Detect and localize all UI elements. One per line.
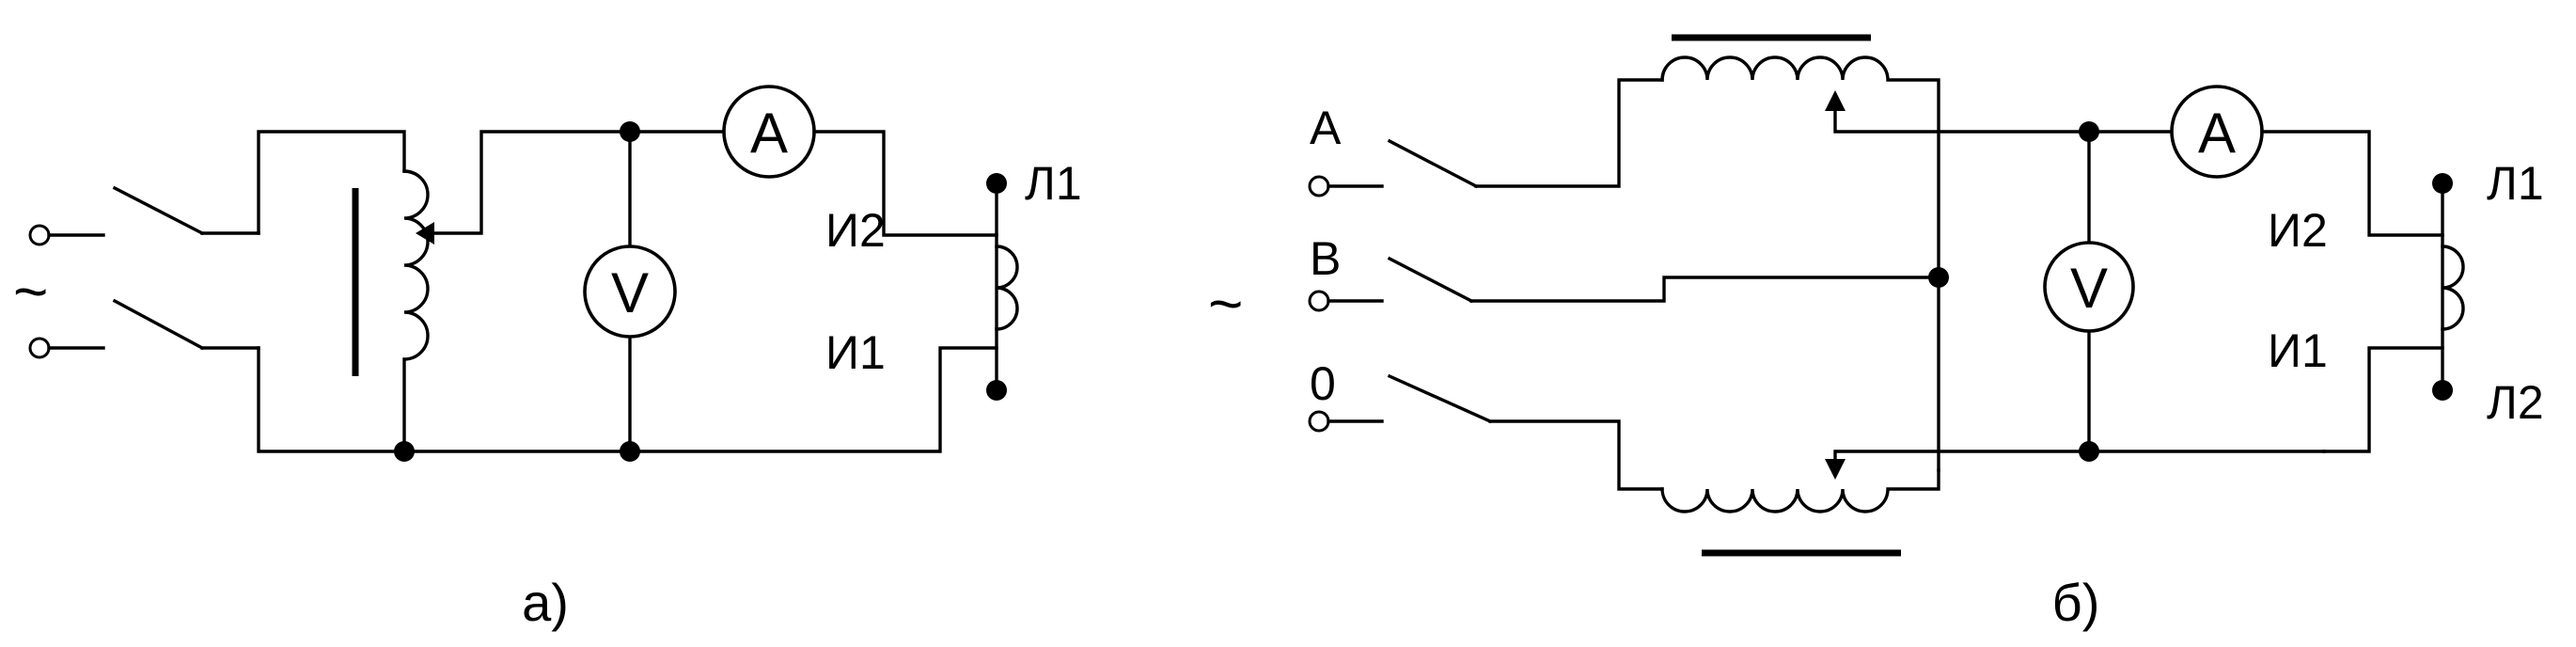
switch-blade-1 [112, 185, 205, 236]
input-terminal-2 [28, 337, 51, 359]
autotransformer-coil [402, 169, 430, 453]
wire-neutral [1488, 419, 1664, 491]
phase-a-label: A [1310, 102, 1342, 154]
junction-dot [620, 441, 640, 462]
slider-arrow-icon [1825, 459, 1846, 480]
slider-arrow-icon [1825, 90, 1846, 111]
test-coil [995, 245, 1019, 331]
wire-top-left [257, 130, 406, 235]
label-i2: И2 [825, 204, 886, 257]
wire-slider-a [432, 130, 726, 235]
wire-slider-bottom [1833, 450, 2326, 461]
ammeter-label: A [2198, 102, 2236, 165]
wire-ammeter-out [2260, 130, 2444, 237]
switch-blade-0 [1387, 373, 1493, 424]
diagram-b: A B 0 ~ V [1208, 34, 2544, 632]
voltmeter-label: V [2070, 257, 2108, 320]
voltmeter [2043, 241, 2135, 333]
junction-dot [620, 121, 640, 142]
caption-a: а) [522, 573, 569, 632]
wire-phase-a [1474, 78, 1664, 188]
switch-blade-a [1387, 138, 1479, 189]
terminal-dot [986, 380, 1007, 401]
terminal-dot-l1 [986, 173, 1007, 194]
voltmeter-label: V [611, 261, 649, 324]
label-l1: Л1 [2487, 157, 2544, 210]
wire-return [2322, 346, 2444, 453]
label-l2: Л2 [2487, 376, 2544, 429]
label-i1: И1 [2268, 324, 2328, 377]
ammeter-label: A [750, 102, 788, 165]
label-i1: И1 [825, 326, 886, 379]
junction-dot [2079, 441, 2099, 462]
phase-b-label: B [1310, 232, 1341, 285]
ac-source-symbol: ~ [1208, 270, 1243, 338]
wire-bottom-a [257, 346, 998, 453]
junction-dot [394, 441, 415, 462]
diagram-a: ~ V A И2 И1 Л1 [13, 85, 1082, 632]
ac-source-symbol: ~ [13, 258, 48, 325]
wire-phase-b [1469, 276, 1940, 303]
wire-ammeter-out [812, 130, 998, 237]
slider-arrow-icon [416, 222, 434, 245]
neutral-label: 0 [1310, 357, 1336, 410]
label-i2: И2 [2268, 204, 2328, 257]
transformer-coil-bottom [1660, 468, 1940, 513]
transformer-coil-top [1660, 55, 1940, 472]
terminal-phase-a [1308, 175, 1330, 197]
switch-blade-2 [112, 298, 205, 351]
terminal-dot-l1 [2432, 173, 2453, 194]
junction-dot [2079, 121, 2099, 142]
terminal-dot-l2 [2432, 380, 2453, 401]
voltmeter [583, 245, 677, 339]
caption-b: б) [2052, 573, 2100, 632]
terminal-phase-b [1308, 290, 1330, 312]
input-terminal-1 [28, 224, 51, 246]
label-l1: Л1 [1025, 157, 1082, 210]
switch-blade-b [1387, 256, 1474, 304]
wire-slider-top [1833, 109, 2174, 134]
junction-dot [1928, 267, 1949, 288]
test-coil [2441, 245, 2465, 331]
terminal-neutral [1308, 410, 1330, 433]
